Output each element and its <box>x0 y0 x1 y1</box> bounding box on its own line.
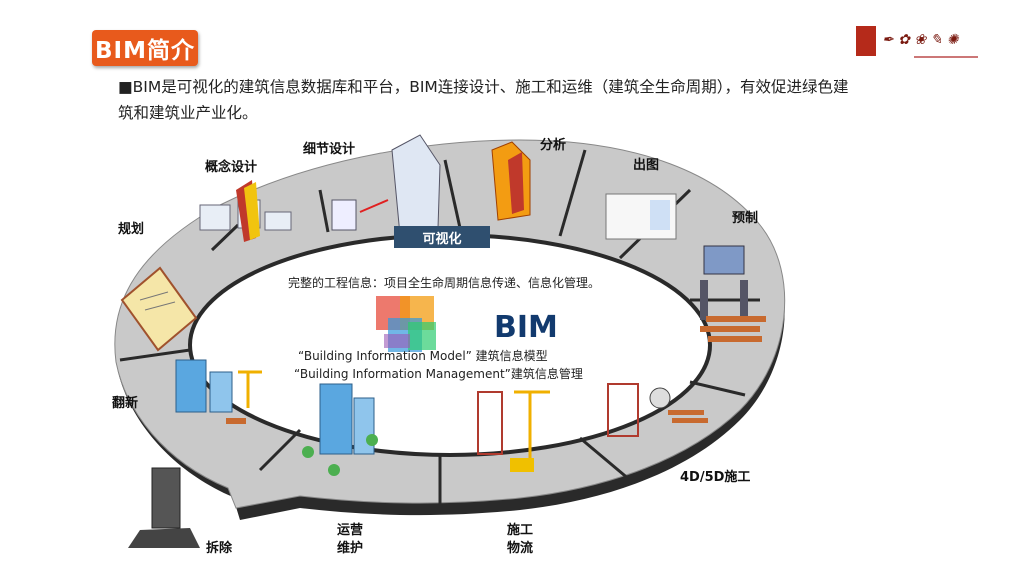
label-detail: 细节设计 <box>303 142 356 157</box>
info-line: 完整的工程信息：项目全生命周期信息传递、信息化管理。 <box>288 276 601 290</box>
label-drawing: 出图 <box>633 158 660 173</box>
prefab-machine-icon <box>700 245 766 342</box>
logo-seal-icon <box>856 26 876 56</box>
demolition-rubble-icon <box>128 467 200 548</box>
bim-cube-icon <box>376 296 436 352</box>
drawing-sheet-icon <box>605 193 677 240</box>
construction4d-building-icon <box>607 383 708 437</box>
label-construction-4d: 4D/5D施工 <box>680 470 751 485</box>
label-construction: 施工 物流 <box>507 523 534 556</box>
brand-logo: ✒ ✿ ❀ ✎ ✺ <box>856 22 984 62</box>
operation-building-icon <box>302 383 378 476</box>
label-planning: 规划 <box>118 222 145 237</box>
slide-title-text: BIM简介 <box>95 38 195 64</box>
bim-heading: BIM <box>494 310 558 345</box>
label-analysis: 分析 <box>540 138 567 153</box>
label-demolition: 拆除 <box>206 541 233 556</box>
management-line: “Building Information Management”建筑信息管理 <box>294 367 583 381</box>
detail-building-icon <box>331 134 441 236</box>
slide-title: BIM简介 <box>92 30 198 66</box>
construction-crane-icon <box>477 390 550 472</box>
label-operation: 运营 维护 <box>337 523 364 556</box>
label-prefab: 预制 <box>732 211 759 226</box>
intro-bullet: ■BIM是可视化的建筑信息数据库和平台，BIM连接设计、施工和运维（建筑全生命周… <box>118 78 849 122</box>
logo-script-icon: ✒ ✿ ❀ ✎ ✺ <box>882 32 959 48</box>
label-renovation: 翻新 <box>112 396 139 411</box>
logo-underline <box>914 56 978 58</box>
model-line: “Building Information Model” 建筑信息模型 <box>298 349 548 363</box>
visualization-tab: 可视化 <box>394 226 490 248</box>
analysis-building-icon <box>491 141 531 221</box>
renovation-building-icon <box>175 359 262 424</box>
concept-model-icon <box>199 180 292 242</box>
label-concept: 概念设计 <box>205 160 258 175</box>
planning-clipboard-icon <box>120 266 198 352</box>
